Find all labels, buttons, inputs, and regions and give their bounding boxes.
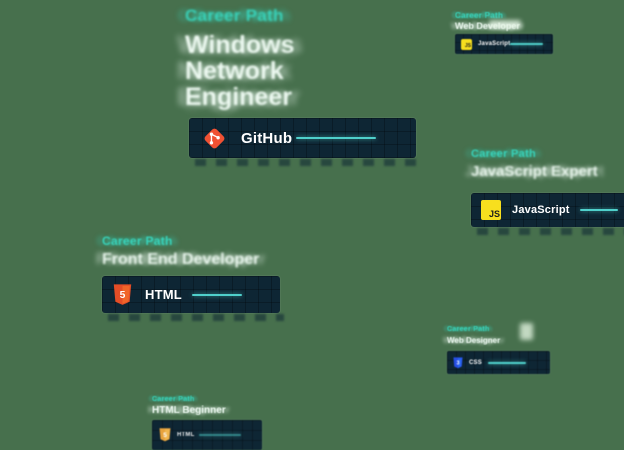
career-path-label: Career Path xyxy=(185,6,284,25)
career-title: HTML Beginner xyxy=(152,405,226,416)
javascript-card[interactable]: JS JavaScript xyxy=(471,193,624,227)
svg-text:5: 5 xyxy=(163,432,167,439)
career-group-html-medium: Career Path Front End Developer 5 HTML xyxy=(102,234,269,313)
career-group-js-medium: Career Path JavaScript Expert JS JavaScr… xyxy=(471,148,624,227)
git-icon xyxy=(201,125,228,152)
career-title: Front End Developer xyxy=(102,251,260,268)
career-path-label: Career Path xyxy=(471,148,537,160)
tech-label: CSS xyxy=(469,359,482,366)
tech-label: JavaScript xyxy=(478,41,511,47)
javascript-icon: JS xyxy=(481,200,501,220)
career-title: Windows Network Engineer xyxy=(185,32,397,110)
career-title-line2: Engineer xyxy=(185,83,292,111)
career-path-label: Career Path xyxy=(447,326,490,333)
svg-text:3: 3 xyxy=(456,360,459,366)
progress-line xyxy=(579,209,618,211)
career-group-js-small: Career Path Web Developer JS JavaScript xyxy=(455,11,547,54)
career-title-line1: Windows Network xyxy=(185,31,295,85)
career-path-label: Career Path xyxy=(102,234,173,248)
tech-label: JavaScript xyxy=(512,204,570,216)
tech-label: GitHub xyxy=(241,129,293,147)
progress-line xyxy=(199,434,242,436)
javascript-card[interactable]: JS JavaScript xyxy=(455,34,553,54)
career-group-html-small: Career Path HTML Beginner 5 HTML xyxy=(152,396,255,450)
blur-streak xyxy=(489,20,521,29)
career-path-label: Career Path xyxy=(152,396,195,403)
html5-icon: 5 xyxy=(159,428,171,442)
career-title: JavaScript Expert xyxy=(471,163,598,180)
tech-label: HTML xyxy=(145,287,182,302)
progress-line xyxy=(296,137,376,139)
javascript-icon: JS xyxy=(461,38,472,50)
progress-line xyxy=(191,293,242,296)
css-card[interactable]: 3 CSS xyxy=(447,351,550,374)
html5-icon: 5 xyxy=(113,283,132,306)
career-title: Web Designer xyxy=(447,336,501,345)
career-path-label: Career Path xyxy=(455,11,504,20)
css3-icon: 3 xyxy=(453,356,463,369)
progress-line xyxy=(487,361,526,364)
github-card[interactable]: GitHub xyxy=(189,118,416,158)
progress-line xyxy=(510,43,544,45)
career-group-github: Career Path Windows Network Engineer Git… xyxy=(185,6,404,158)
tech-label: HTML xyxy=(177,432,195,438)
svg-text:5: 5 xyxy=(120,289,126,300)
blur-streak xyxy=(520,323,533,340)
html-card[interactable]: 5 HTML xyxy=(102,276,280,313)
career-title: Web Developer xyxy=(455,21,520,31)
html-card[interactable]: 5 HTML xyxy=(152,420,262,450)
career-group-css-small: Career Path Web Designer 3 CSS xyxy=(447,323,550,374)
